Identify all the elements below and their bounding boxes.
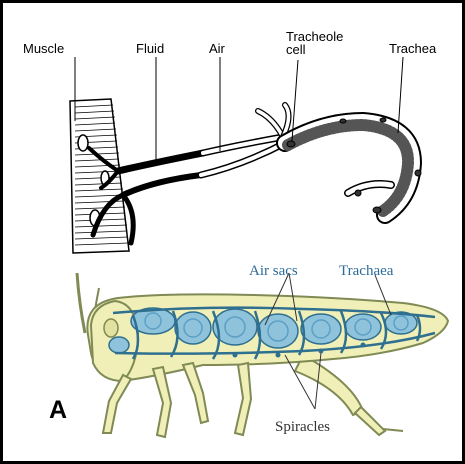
panel-label: A: [49, 396, 67, 424]
label-air: Air: [209, 41, 226, 56]
label-fluid: Fluid: [136, 41, 164, 56]
tracheole-detail: Muscle Fluid Air Tracheole cell Trachea: [23, 29, 437, 253]
tracheal-system-diagram: Muscle Fluid Air Tracheole cell Trachea: [3, 3, 462, 461]
label-muscle: Muscle: [23, 41, 64, 56]
label-trachea: Trachea: [389, 41, 437, 56]
label-air-sacs: Air sacs: [249, 263, 298, 279]
muscle-block: [70, 99, 129, 253]
air-tracheoles: [201, 105, 289, 175]
grasshopper-illustration: Air sacs Trachaea Spiracles: [77, 263, 448, 437]
label-spiracles: Spiracles: [275, 419, 330, 435]
trachea-tube: [285, 121, 413, 215]
eye-icon: [104, 319, 118, 337]
label-cell: cell: [286, 42, 306, 57]
label-trachaea: Trachaea: [339, 263, 394, 279]
antenna: [77, 273, 85, 333]
